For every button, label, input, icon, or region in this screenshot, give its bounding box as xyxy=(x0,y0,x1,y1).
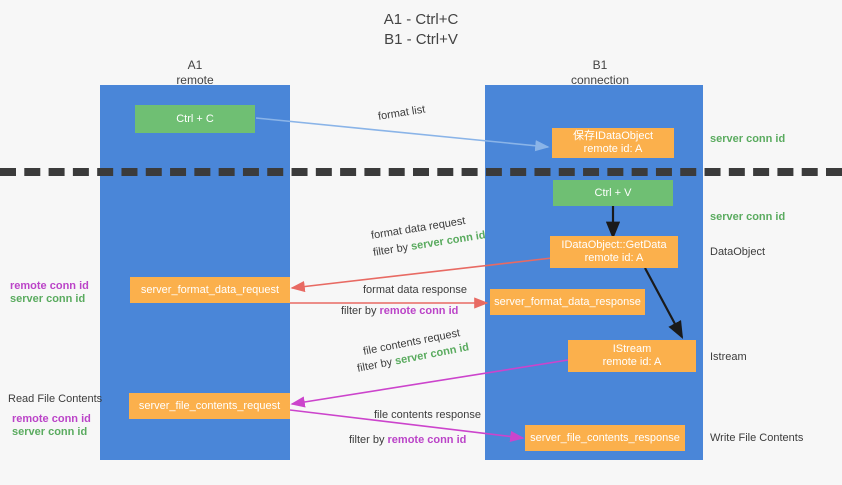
column-header-a1: A1 remote xyxy=(130,58,260,88)
edge-label-format-data-response-filter-key: remote conn id xyxy=(379,305,459,317)
node-server-file-contents-response-label: server_file_contents_response xyxy=(530,431,680,444)
node-getdata-label: IDataObject::GetData xyxy=(561,239,667,251)
edge-label-format-data-request-filter-pre: filter by xyxy=(372,240,413,259)
column-b1-sub: connection xyxy=(570,73,630,87)
edge-label-file-contents-response-filter-key: remote conn id xyxy=(387,434,467,446)
left-label-remote-conn-id-2: remote conn id xyxy=(12,413,91,425)
diagram-title: A1 - Ctrl+C B1 - Ctrl+V xyxy=(0,10,842,50)
node-server-format-data-response-label: server_format_data_response xyxy=(494,295,641,308)
node-server-format-data-request-label: server_format_data_request xyxy=(140,283,280,296)
node-istream[interactable]: IStream remote id: A xyxy=(568,340,696,372)
node-getdata-remote-id: remote id: A xyxy=(584,252,644,264)
left-label-read-file-contents: Read File Contents xyxy=(8,393,103,405)
edge-label-file-contents-response-filter-pre: filter by xyxy=(349,434,388,446)
right-label-dataobject: DataObject xyxy=(710,246,766,258)
right-label-server-conn-id-1: server conn id xyxy=(710,133,786,145)
node-save-idataobject-remote-id: remote id: A xyxy=(583,143,643,155)
node-server-file-contents-request-label: server_file_contents_request xyxy=(138,399,281,412)
phase-divider xyxy=(0,168,842,176)
title-line-2: B1 - Ctrl+V xyxy=(384,31,458,48)
edge-label-format-data-response-filter: filter by remote conn id xyxy=(341,304,458,319)
column-a1-name: A1 xyxy=(187,58,203,72)
left-label-server-conn-id-1: server conn id xyxy=(10,293,86,305)
node-server-file-contents-request[interactable]: server_file_contents_request xyxy=(129,393,290,419)
node-istream-remote-id: remote id: A xyxy=(602,356,662,368)
node-istream-label: IStream xyxy=(612,343,652,355)
node-save-idataobject[interactable]: 保存IDataObject remote id: A xyxy=(552,128,674,158)
edge-label-file-contents-response: file contents response xyxy=(374,409,482,421)
node-server-format-data-response[interactable]: server_format_data_response xyxy=(490,289,645,315)
left-label-server-conn-id-2: server conn id xyxy=(12,426,88,438)
edge-label-format-list: format list xyxy=(377,103,427,123)
column-a1-sub: remote xyxy=(176,73,214,87)
node-save-idataobject-label: 保存IDataObject xyxy=(572,130,654,142)
column-b1-name: B1 xyxy=(592,58,608,72)
edge-label-format-data-response: format data response xyxy=(363,284,467,296)
column-header-b1: B1 connection xyxy=(535,58,665,88)
edge-label-file-contents-response-filter: filter by remote conn id xyxy=(349,433,466,448)
edge-label-file-contents-request-filter-pre: filter by xyxy=(356,355,397,375)
node-ctrl-v-label: Ctrl + V xyxy=(594,186,632,199)
edge-label-format-data-response-filter-pre: filter by xyxy=(341,305,380,317)
node-server-format-data-request[interactable]: server_format_data_request xyxy=(130,277,290,303)
title-line-1: A1 - Ctrl+C xyxy=(383,11,459,28)
right-label-server-conn-id-2: server conn id xyxy=(710,211,786,223)
node-ctrl-v[interactable]: Ctrl + V xyxy=(553,180,673,206)
node-ctrl-c-label: Ctrl + C xyxy=(176,112,214,125)
right-label-write-file-contents: Write File Contents xyxy=(710,432,804,444)
node-server-file-contents-response[interactable]: server_file_contents_response xyxy=(525,425,685,451)
left-label-remote-conn-id-1: remote conn id xyxy=(10,280,89,292)
node-idataobject-getdata[interactable]: IDataObject::GetData remote id: A xyxy=(550,236,678,268)
node-ctrl-c[interactable]: Ctrl + C xyxy=(135,105,255,133)
right-label-istream: Istream xyxy=(710,351,747,363)
